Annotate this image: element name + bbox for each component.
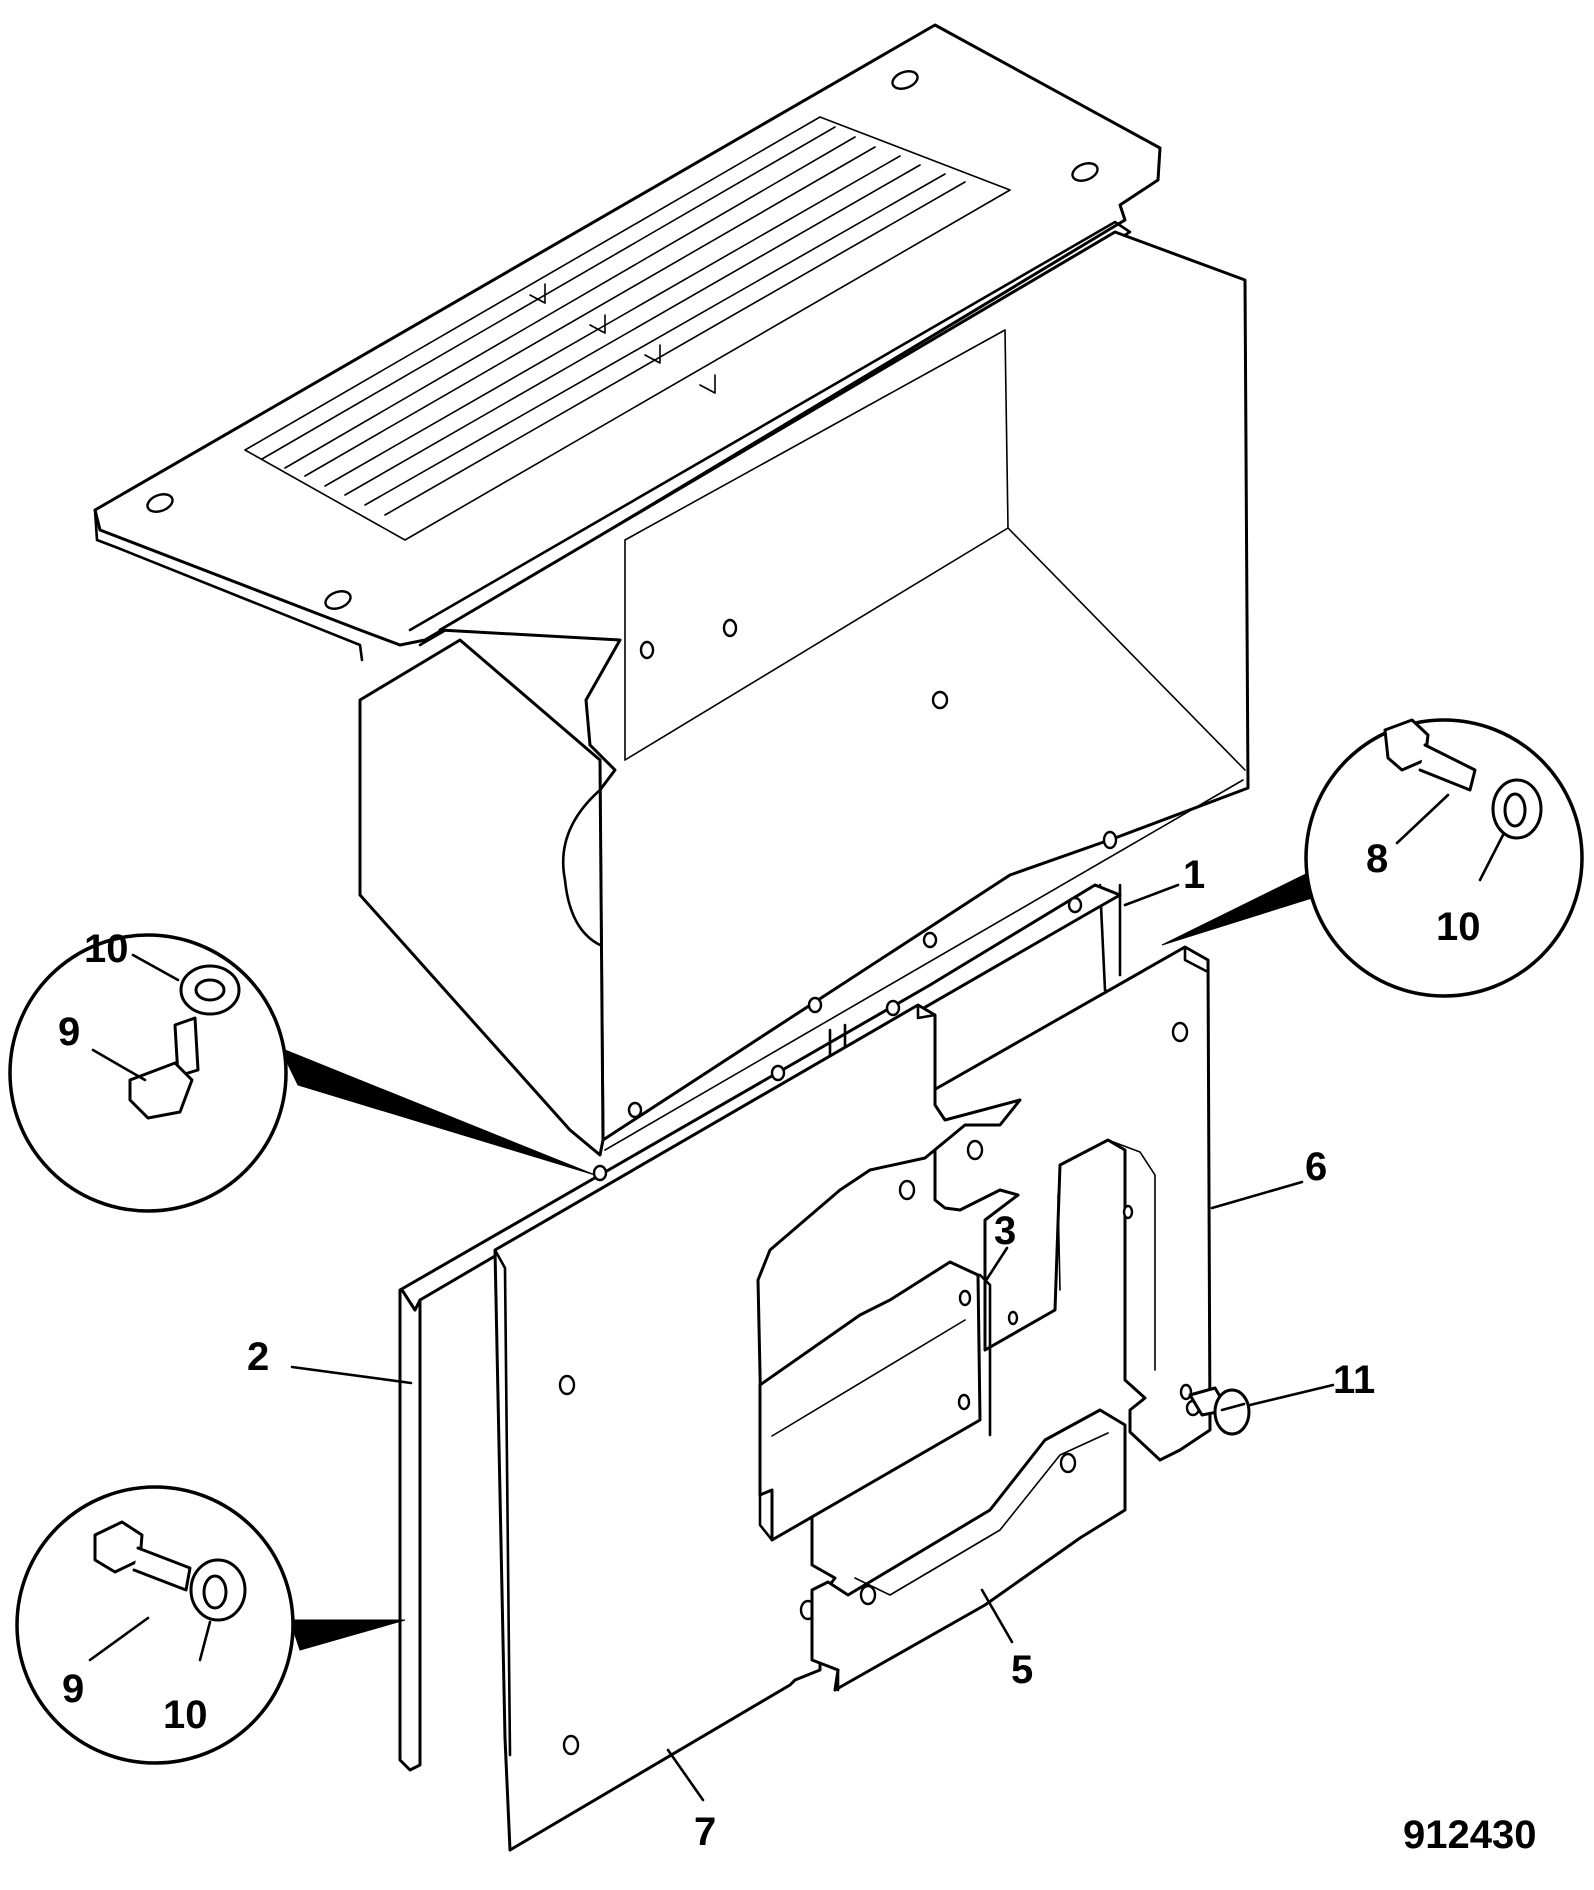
callout-7: 7 bbox=[694, 1810, 716, 1854]
callout-5: 5 bbox=[1011, 1648, 1033, 1692]
detail-left-upper-bolt-label: 9 bbox=[58, 1010, 80, 1054]
plate-part-3 bbox=[758, 1260, 992, 1542]
detail-bolt-9-washer-10-lower bbox=[15, 1485, 406, 1765]
callout-2: 2 bbox=[247, 1335, 269, 1379]
insulation-panel-part-6 bbox=[923, 945, 1212, 1462]
callout-11: 11 bbox=[1333, 1358, 1375, 1402]
callout-1: 1 bbox=[1183, 853, 1205, 897]
detail-left-upper-washer-label: 10 bbox=[84, 927, 129, 971]
detail-bolt-8-washer-10 bbox=[1161, 718, 1584, 998]
housing-part-1 bbox=[93, 23, 1250, 1157]
detail-left-lower-bolt-label: 9 bbox=[62, 1667, 84, 1711]
detail-bolt-9-washer-10-upper bbox=[8, 933, 596, 1213]
callout-3: 3 bbox=[994, 1209, 1016, 1253]
callout-leaders bbox=[290, 883, 1335, 1802]
detail-left-lower-washer-label: 10 bbox=[163, 1693, 208, 1737]
bracket-part-5 bbox=[810, 1408, 1127, 1692]
detail-top-right-washer-label: 10 bbox=[1436, 905, 1481, 949]
drawing-number: 912430 bbox=[1403, 1813, 1536, 1857]
detail-top-right-bolt-label: 8 bbox=[1366, 837, 1388, 881]
callout-labels: 1 2 3 5 6 7 11 8 10 10 9 9 10 bbox=[58, 837, 1481, 1854]
fastener-part-11 bbox=[1185, 1386, 1251, 1436]
callout-6: 6 bbox=[1305, 1145, 1327, 1189]
